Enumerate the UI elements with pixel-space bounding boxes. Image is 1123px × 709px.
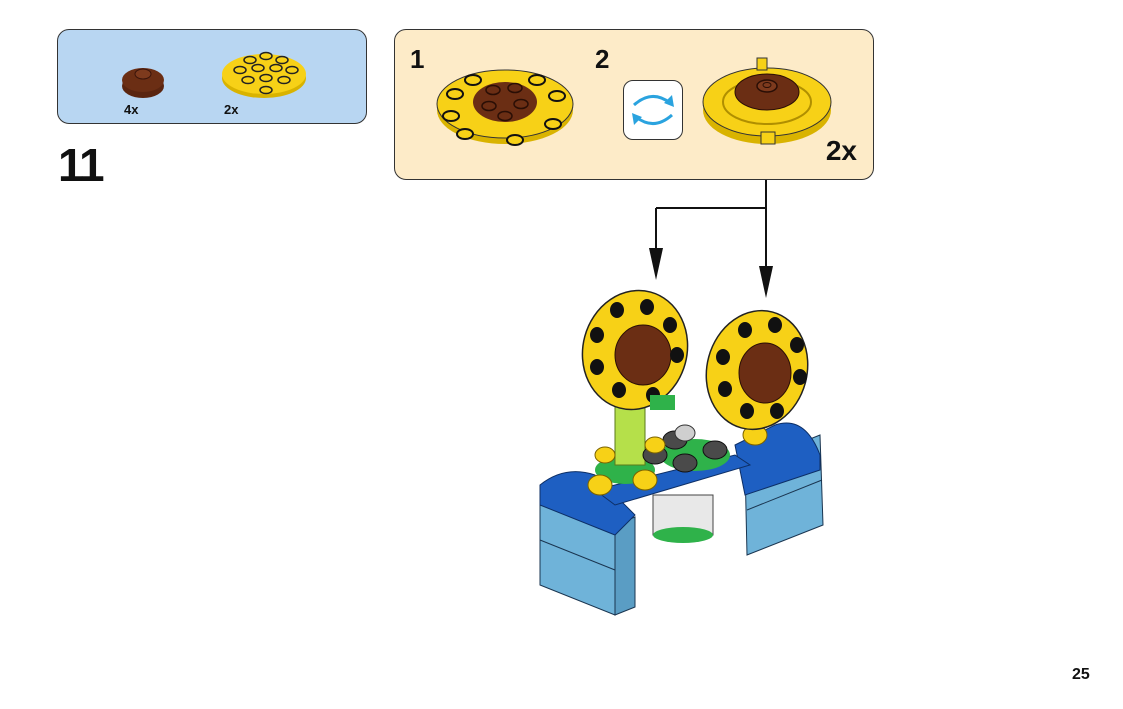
parts-list-panel: 4x 2x (57, 29, 367, 124)
callout-arrows (649, 180, 773, 298)
sub-assembly-multiplier: 2x (825, 135, 857, 166)
left-arch (539, 471, 636, 536)
part-quantity: 4x (124, 102, 139, 117)
part-quantity: 2x (224, 102, 239, 117)
left-dish (581, 289, 689, 411)
step-number: 11 (58, 139, 105, 191)
sub-step-2-illustration (702, 57, 832, 145)
right-dish (705, 309, 809, 431)
main-model-illustration (539, 289, 824, 616)
rotate-icon (632, 95, 674, 125)
brown-round-brick-part (122, 68, 164, 98)
sub-step-1-illustration (436, 69, 574, 146)
rotate-indicator (623, 80, 683, 140)
yellow-round-plate-part (222, 51, 306, 98)
sub-step-number: 1 (410, 44, 425, 74)
arrow-head-left (649, 248, 663, 280)
arrow-head-right (759, 266, 773, 298)
sub-assembly-panel: 1 2 2x (394, 29, 874, 180)
sub-step-number: 2 (595, 44, 610, 74)
page-number: 25 (1072, 666, 1090, 683)
